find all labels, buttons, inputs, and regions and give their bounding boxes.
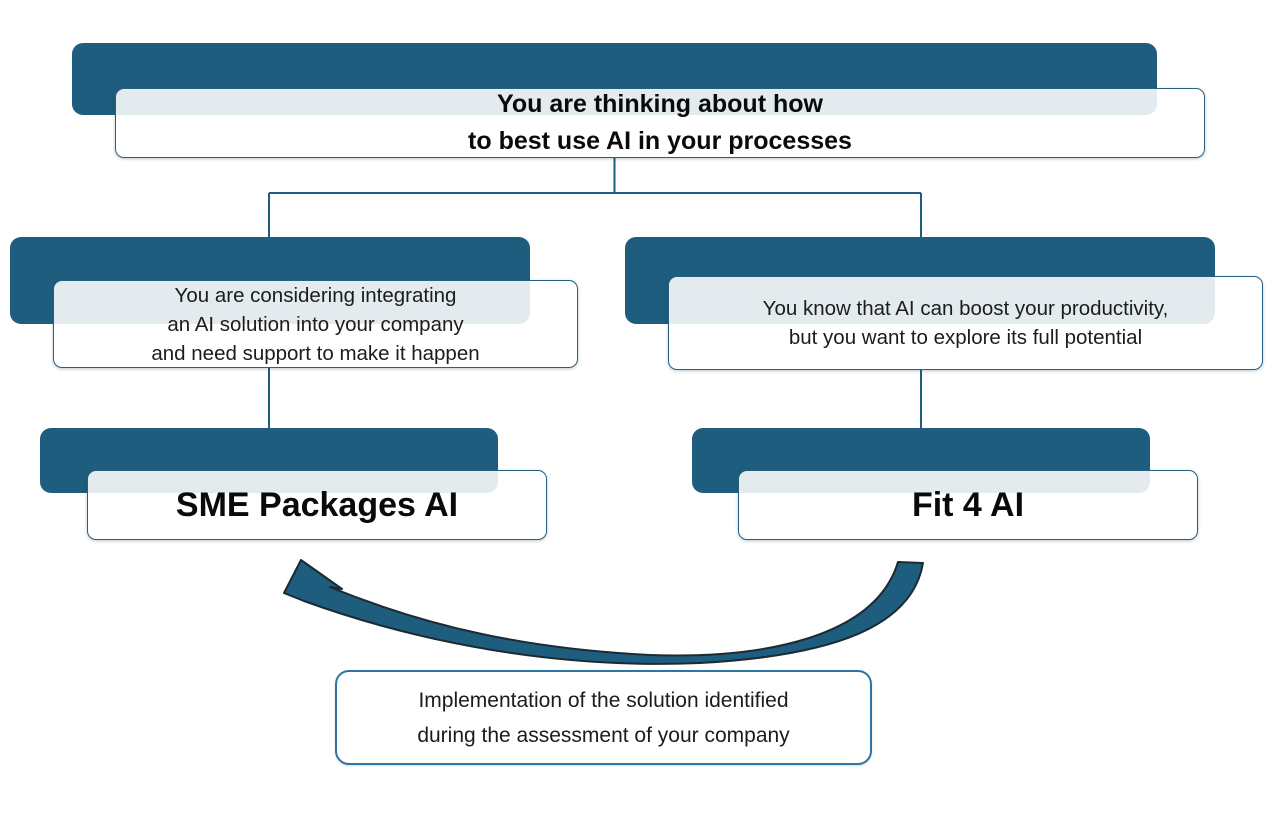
implementation-note: Implementation of the solution identifie… bbox=[335, 670, 872, 765]
right-condition-node: You know that AI can boost your producti… bbox=[668, 276, 1263, 370]
root-node: You are thinking about how to best use A… bbox=[115, 88, 1205, 158]
sme-packages-node: SME Packages AI bbox=[87, 470, 547, 540]
left-condition-node: You are considering integrating an AI so… bbox=[53, 280, 578, 368]
curved-return-arrow bbox=[283, 559, 924, 665]
fit4ai-node: Fit 4 AI bbox=[738, 470, 1198, 540]
